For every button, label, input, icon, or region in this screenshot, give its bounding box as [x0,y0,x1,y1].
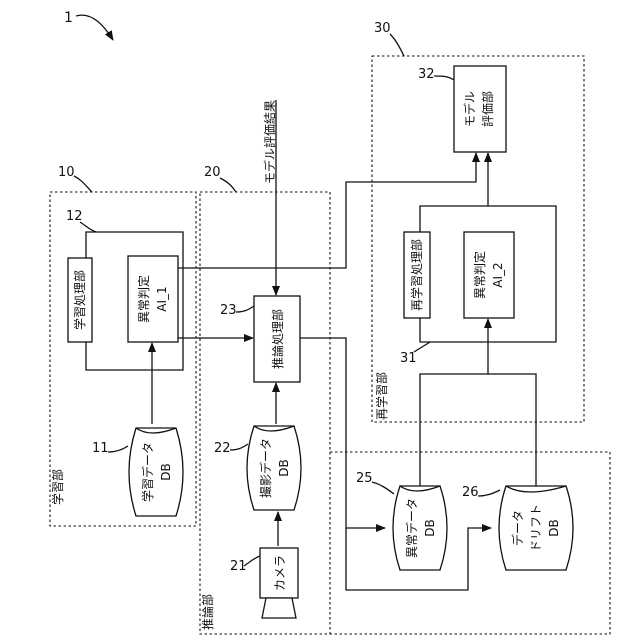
model-eval-result-label: モデル評価結果 [262,100,277,184]
captured-data-db-line2: DB [277,459,291,476]
inference-processor-ref: 23 [220,303,237,318]
system-ref-label: 1 [64,10,73,26]
learning-group-ref: 10 [58,165,75,180]
relearning-processor-label: 再学習処理部 [409,239,424,311]
learning-data-db-ref-leader [108,446,128,452]
data-drift-db-ref: 26 [462,485,479,500]
captured-data-db [247,426,301,510]
model-evaluator-line1: モデル [462,91,477,127]
relearning-group-label: 再学習部 [374,372,389,420]
learning-data-db-line1: 学習データ [140,442,155,502]
learning-data-db [129,428,183,516]
anomaly-ai2-line2: AI_2 [491,262,505,287]
anomaly-data-db [393,486,447,570]
anomaly-data-db-line2: DB [423,519,437,536]
inference-processor-label: 推論処理部 [270,309,285,369]
system-ref-leader [76,15,113,40]
data-drift-db-ref-leader [478,490,500,496]
camera-lens-icon [262,598,296,618]
data-drift-db-line3: DB [547,519,561,536]
captured-data-db-ref-leader [230,444,248,450]
captured-data-db-ref: 22 [214,441,231,456]
model-evaluator-ref-leader [434,76,454,80]
learning-data-db-ref: 11 [92,441,109,456]
anomaly-ai2-box [464,232,514,318]
model-evaluator-ref: 32 [418,67,435,82]
inference-processor-ref-leader [236,306,254,312]
anomaly-ai1-box [128,256,178,342]
arrow-ai1-to-evaluator [178,153,476,268]
anomaly-data-db-line1: 異常データ [404,498,419,558]
inference-group-label: 推論部 [200,594,215,630]
anomaly-data-db-ref: 25 [356,471,373,486]
learning-processor-ref-leader [80,222,96,232]
learning-processor-label: 学習処理部 [72,270,87,330]
camera-ref: 21 [230,559,247,574]
relearning-processor-ref: 31 [400,351,417,366]
camera-label: カメラ [273,555,287,591]
relearning-group-ref: 30 [374,21,391,36]
captured-data-db-line1: 撮影データ [258,438,273,498]
learning-processor-ref: 12 [66,209,83,224]
line-db26-to-ai2 [488,374,536,486]
anomaly-ai1-line1: 異常判定 [136,275,151,323]
anomaly-ai1-line2: AI_1 [155,286,169,311]
learning-data-db-line2: DB [159,463,173,480]
anomaly-data-db-ref-leader [372,482,394,494]
model-evaluator-box [454,66,506,152]
data-drift-db-line1: データ [510,510,525,546]
learning-group-ref-leader [74,176,92,192]
data-drift-db-line2: ドリフト [529,504,543,552]
inference-group-ref-leader [220,178,236,192]
learning-group-label: 学習部 [50,469,65,505]
anomaly-ai2-line1: 異常判定 [472,251,487,299]
arrow-db25-to-ai2 [420,319,488,486]
relearning-group-ref-leader [390,34,404,56]
inference-group-ref: 20 [204,165,221,180]
relearning-processor-ref-leader [414,342,430,352]
model-evaluator-line2: 評価部 [480,91,495,127]
